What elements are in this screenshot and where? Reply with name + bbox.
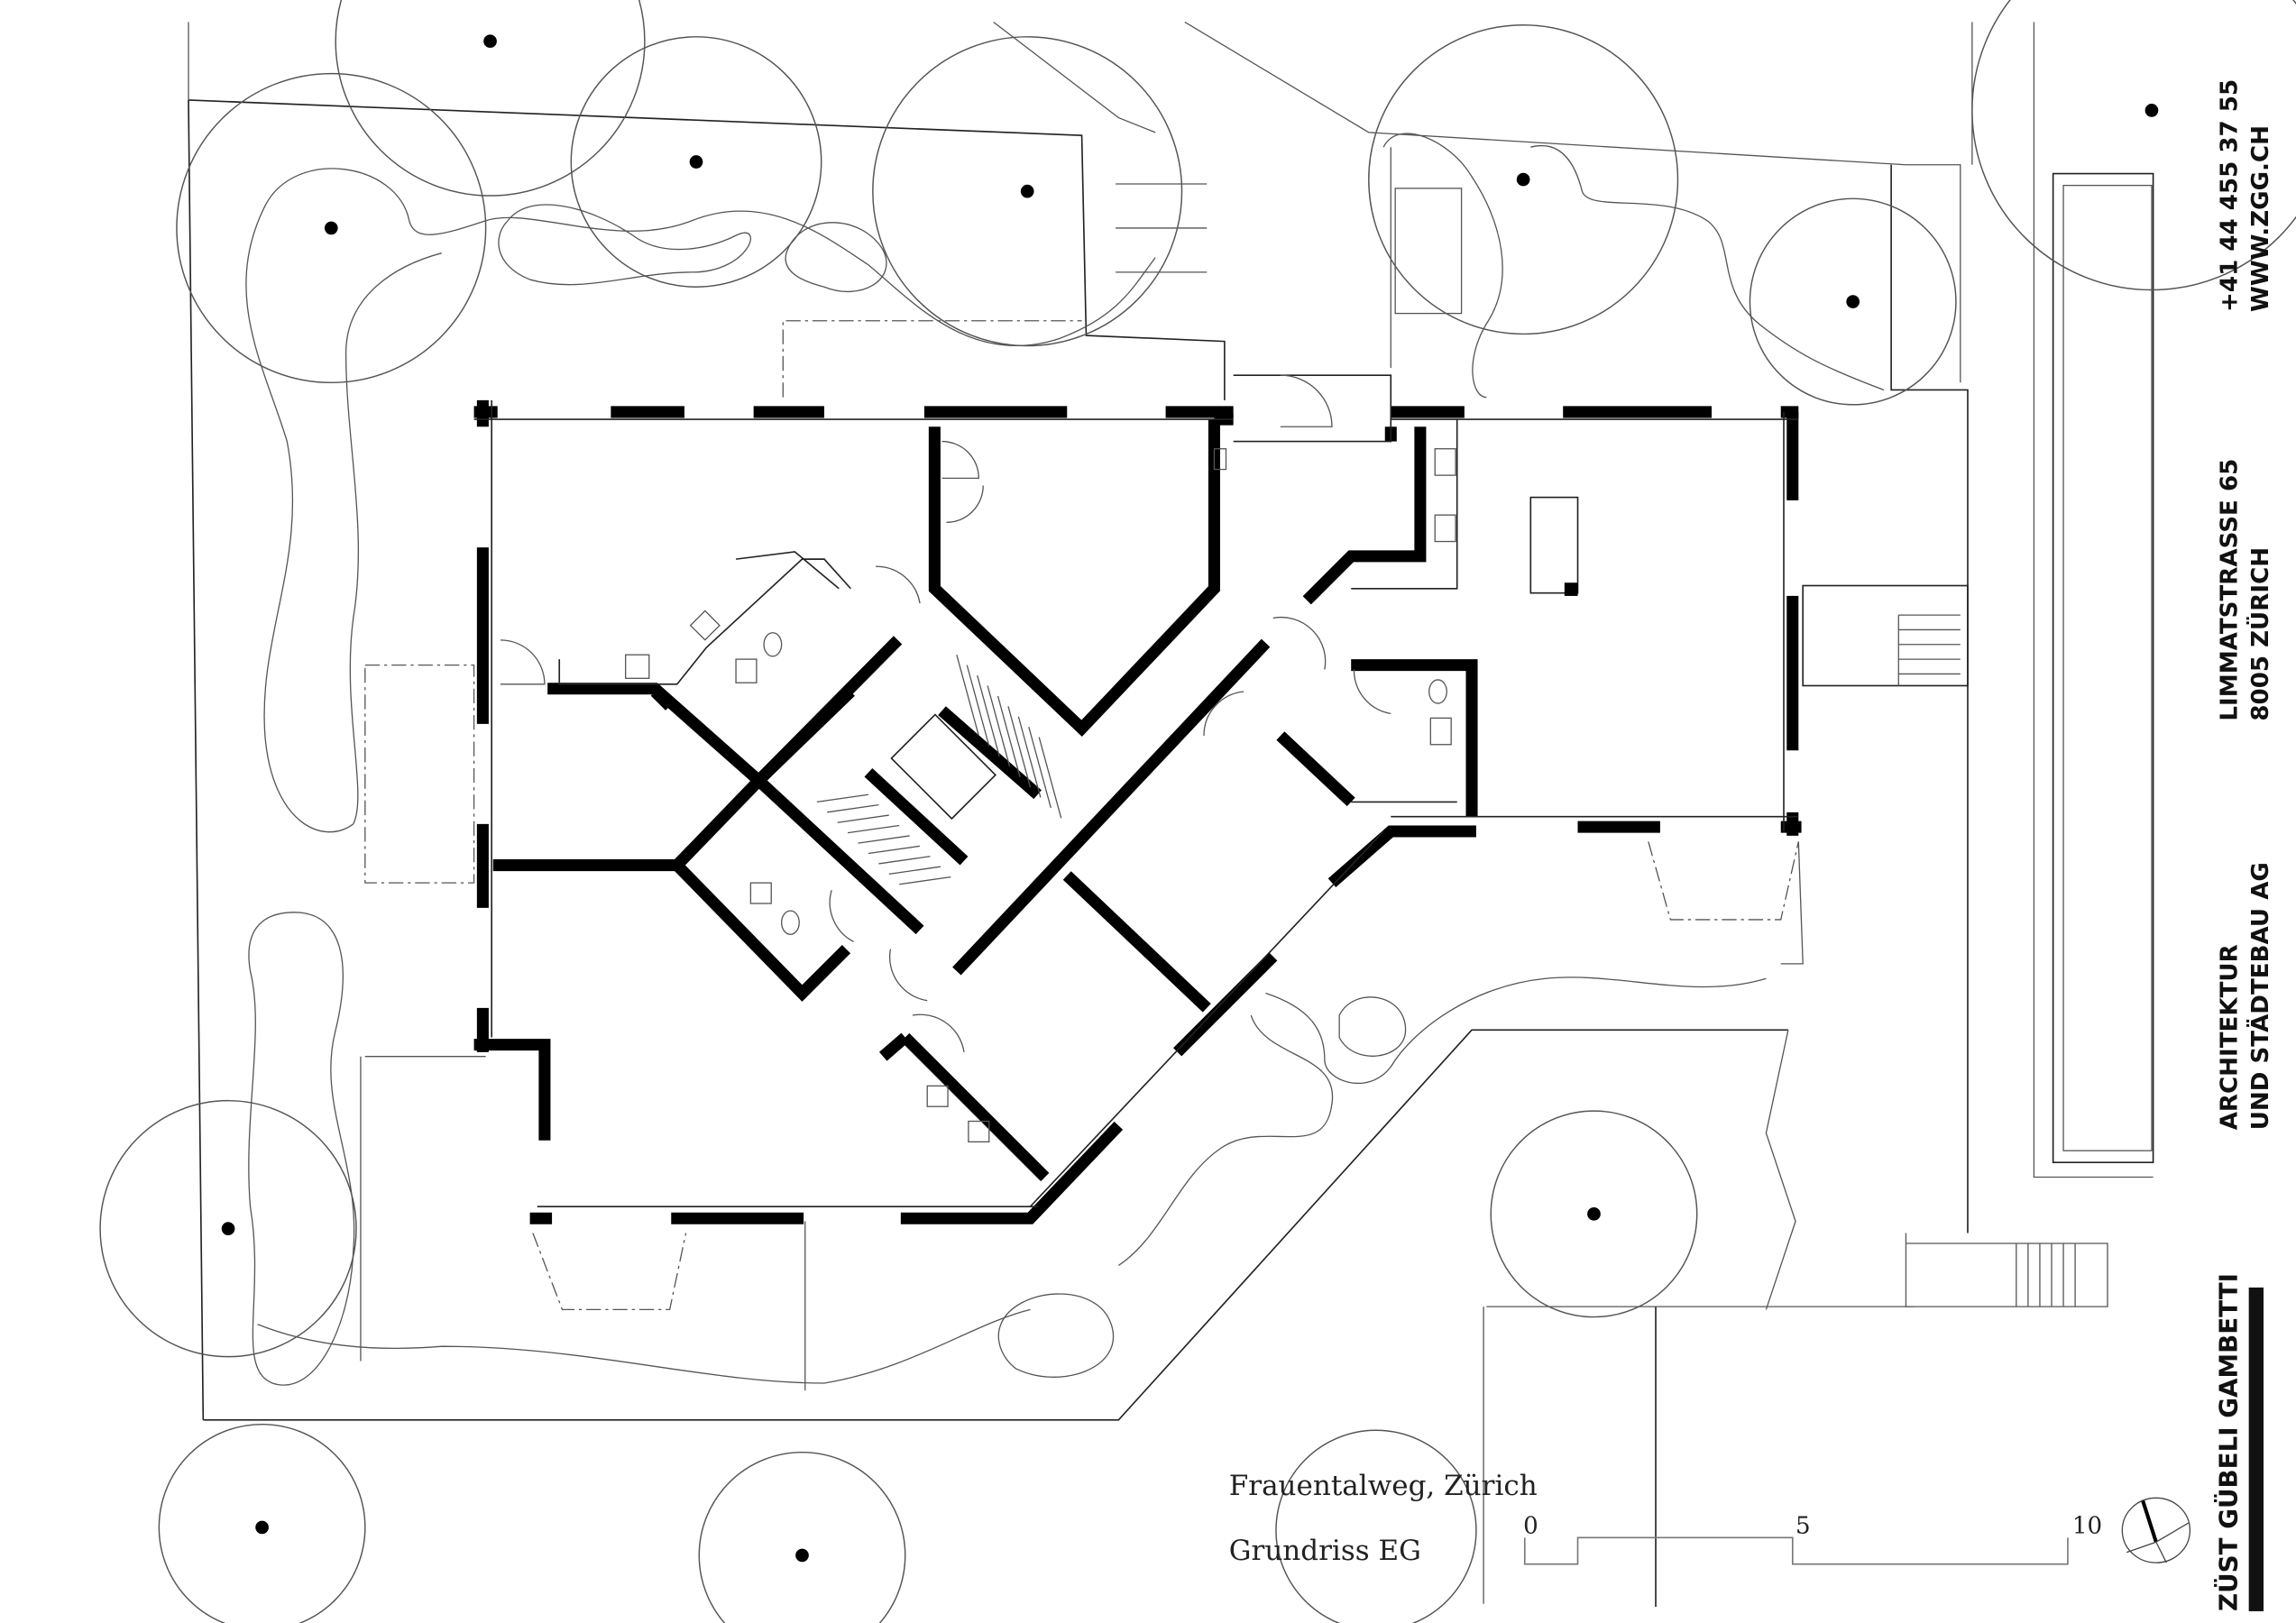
stair-tread	[1007, 706, 1032, 788]
firm-web: WWW.ZGG.CH	[2247, 125, 2274, 312]
wall	[952, 638, 1271, 976]
tree-canopy	[1490, 1110, 1698, 1318]
stair-tread	[1028, 726, 1052, 809]
tree-canopy	[158, 1423, 366, 1623]
tree-trunk	[324, 221, 338, 235]
wall	[758, 687, 855, 782]
wall	[928, 419, 1220, 738]
building-walls	[473, 399, 1802, 1224]
stair-tread	[868, 845, 921, 855]
stair-tread	[827, 804, 879, 813]
tree-trunk	[689, 155, 703, 169]
stair-tread	[858, 835, 910, 844]
wall	[901, 1032, 1050, 1182]
site-lines	[188, 21, 2154, 1608]
project-location: Frauentalweg, Zürich	[1229, 1470, 1538, 1502]
garden-beds	[245, 133, 1885, 1386]
wall	[673, 861, 851, 1002]
stair-landing	[890, 713, 997, 821]
wall	[1173, 952, 1278, 1057]
windows	[473, 374, 1799, 1207]
firm-street: LIMMATSTRASSE 65	[2217, 459, 2244, 721]
wall	[900, 1121, 1124, 1224]
tree-canopy	[99, 1099, 357, 1358]
firm-line1: ARCHITEKTUR	[2217, 944, 2244, 1130]
tree-trunk	[221, 1222, 235, 1235]
stair-tread	[987, 685, 1011, 767]
wall	[1062, 871, 1211, 1013]
tree-canopy	[570, 36, 822, 288]
stair-tread	[837, 814, 889, 823]
trees	[99, 0, 2296, 1623]
wall	[864, 767, 969, 866]
stair-tread	[977, 674, 1000, 756]
stairs	[816, 655, 1062, 885]
tree-trunk	[255, 1520, 269, 1535]
doors	[500, 374, 1391, 1052]
stair-tread	[847, 824, 900, 834]
stair-tread	[899, 876, 951, 885]
firm-name: ZÜST GÜBELI GAMBETTI	[2213, 1273, 2244, 1611]
firm-info: ZÜST GÜBELI GAMBETTI ARCHITEKTUR UND STÄ…	[2213, 79, 2274, 1611]
tree-canopy	[1749, 197, 1957, 406]
scale-label-0: 0	[1523, 1512, 1538, 1539]
wall	[473, 1039, 551, 1141]
scale-bar: 0 5 10	[1523, 1512, 2102, 1565]
wall	[1351, 659, 1478, 817]
wall	[1327, 825, 1476, 888]
firm-phone: +41 44 455 37 55	[2217, 79, 2244, 312]
fixtures	[625, 448, 1456, 1143]
tree-canopy	[176, 72, 487, 384]
wall	[492, 636, 903, 872]
stair-tread	[966, 665, 990, 747]
tree-trunk	[483, 34, 497, 49]
wall	[1302, 426, 1427, 605]
scale-label-10: 10	[2072, 1512, 2102, 1539]
stair-tread	[996, 695, 1021, 777]
stair-tread	[1017, 716, 1042, 798]
north-arrow-icon	[2121, 1497, 2191, 1563]
tree-trunk	[1587, 1206, 1601, 1221]
tree-trunk	[795, 1548, 809, 1563]
wall	[1276, 731, 1355, 807]
wall	[547, 683, 924, 935]
stair-tread	[888, 866, 941, 876]
wall	[938, 706, 1042, 800]
tree-canopy	[872, 36, 1183, 347]
tree-trunk	[1516, 172, 1530, 187]
tree-trunk	[1846, 295, 1860, 308]
wall	[650, 687, 675, 711]
scale-label-5: 5	[1795, 1512, 1811, 1539]
tree-canopy	[335, 0, 646, 197]
tree-canopy	[1275, 1429, 1477, 1623]
tree-canopy	[1368, 24, 1679, 335]
tree-trunk	[1020, 184, 1034, 198]
plan-title: Grundriss EG	[1229, 1535, 1421, 1567]
firm-city: 8005 ZÜRICH	[2245, 547, 2274, 721]
wall	[878, 1032, 910, 1061]
firm-line2: UND STÄDTEBAU AG	[2245, 862, 2274, 1130]
tree-canopy	[698, 1451, 906, 1623]
stair-tread	[1038, 737, 1062, 819]
firm-bar	[2248, 1287, 2264, 1611]
stair-tread	[956, 655, 979, 737]
stair-tread	[816, 793, 869, 803]
stair-tread	[878, 856, 931, 865]
tree-canopy	[1971, 0, 2296, 291]
tree-trunk	[2144, 104, 2159, 117]
